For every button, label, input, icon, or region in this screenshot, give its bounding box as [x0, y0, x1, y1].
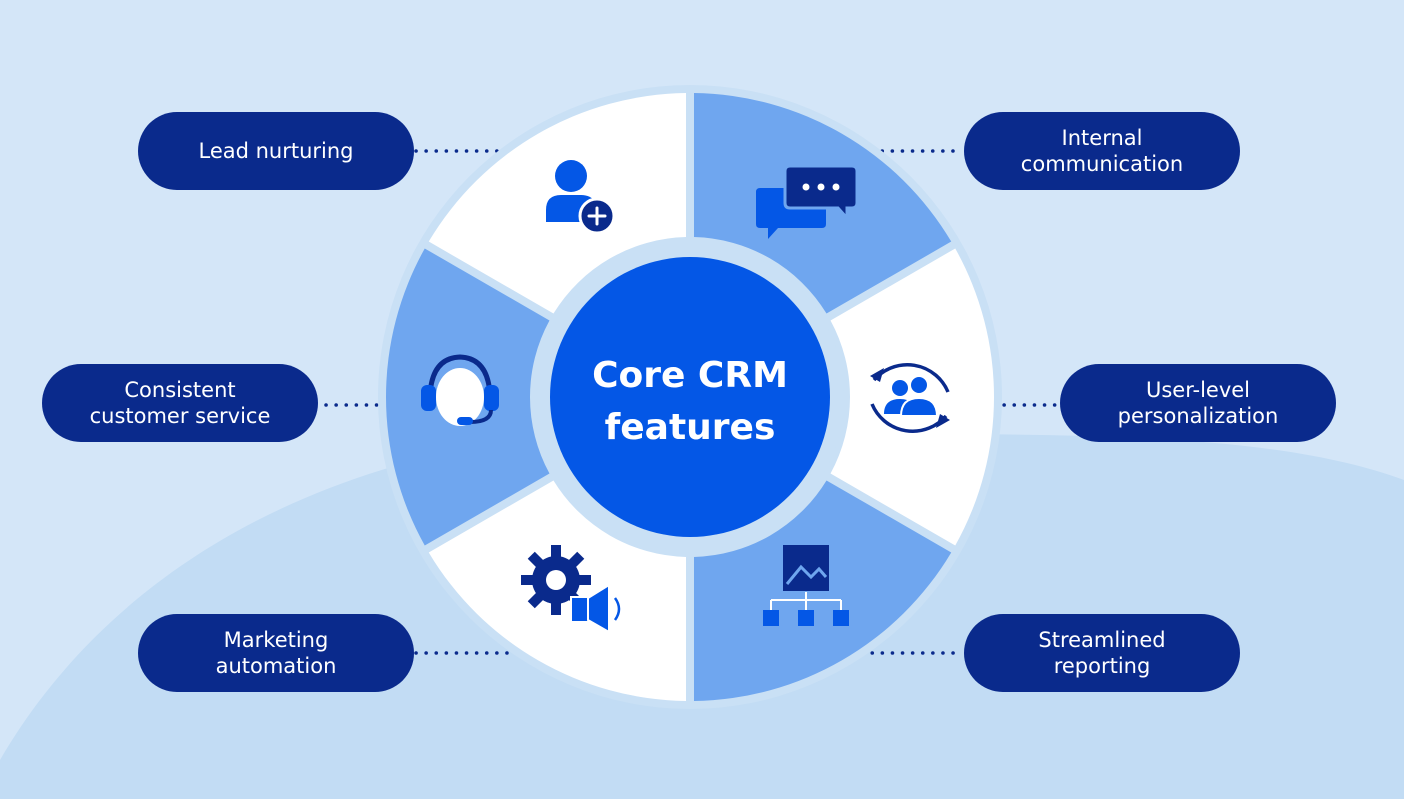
pill-streamlined-reporting: Streamlined reporting — [964, 614, 1240, 692]
hub-circle — [550, 257, 830, 537]
pill-lead-nurturing: Lead nurturing — [138, 112, 414, 190]
pill-label-line-2: automation — [215, 654, 337, 678]
headset-icon — [421, 354, 499, 426]
gear-megaphone-icon — [521, 545, 621, 634]
pill-label: Lead nurturing — [198, 139, 354, 163]
center-title-line-1: Core CRM — [592, 355, 788, 396]
pill-user-level-personalization: User-level personalization — [1060, 364, 1336, 442]
pill-label-line-1: User-level — [1145, 378, 1251, 402]
pill-consistent-customer-service: Consistent customer service — [42, 364, 318, 442]
user-sync-icon — [870, 363, 950, 433]
report-hierarchy-icon — [763, 545, 849, 626]
pill-label-line-1: Marketing — [223, 628, 329, 652]
pill-label-line-2: reporting — [1053, 654, 1151, 678]
pill-label-line-1: Internal — [1061, 126, 1143, 150]
segment-user-level-personalization — [830, 248, 994, 546]
pill-label-line-2: customer service — [89, 404, 271, 428]
pill-label-line-2: communication — [1020, 152, 1184, 176]
pill-label-line-1: Consistent — [124, 378, 236, 402]
chat-bubbles-icon — [756, 164, 859, 239]
pill-marketing-automation: Marketing automation — [138, 614, 414, 692]
pill-label-line-1: Streamlined — [1038, 628, 1166, 652]
pill-label-line-2: personalization — [1117, 404, 1279, 428]
center-title: Core CRM features — [550, 350, 830, 454]
pill-internal-communication: Internal communication — [964, 112, 1240, 190]
center-title-line-2: features — [604, 407, 776, 448]
user-add-icon — [546, 160, 616, 235]
